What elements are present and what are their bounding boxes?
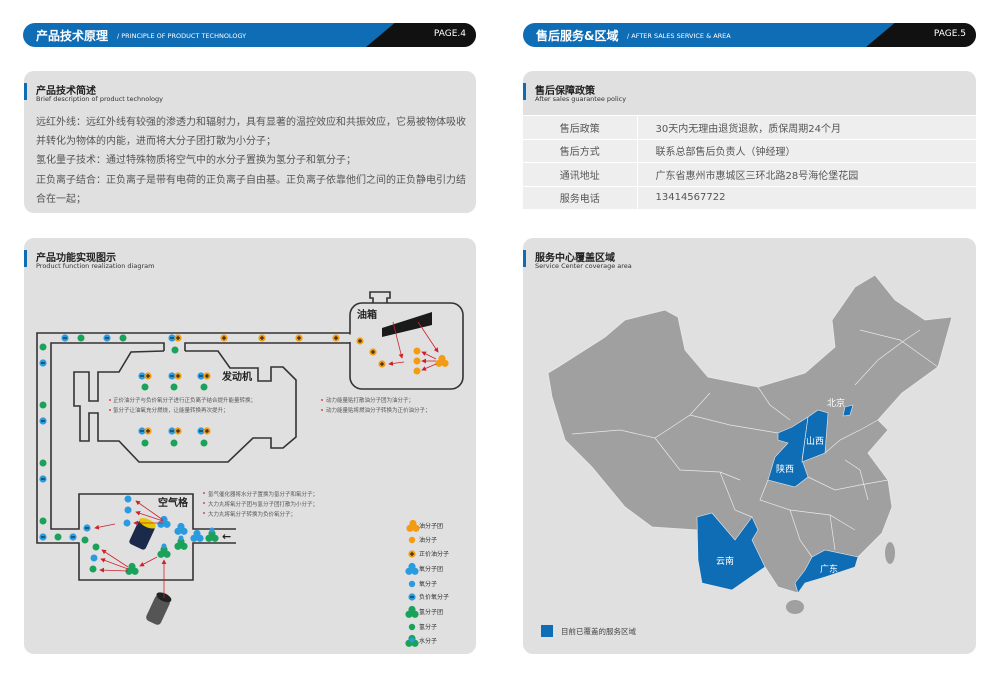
title-zh: 服务中心覆盖区域 (535, 253, 615, 264)
label-beijing: 北京 (827, 397, 845, 409)
legend-hydrogen-cluster: 氢分子团 (419, 608, 443, 616)
energy-patch (382, 312, 432, 337)
header-title: 售后服务&区域 (536, 29, 619, 43)
coverage-legend-label: 目前已覆盖的服务区域 (561, 626, 636, 636)
air-note: 大力丸将氧分子转换为负价氧分子； (208, 510, 296, 518)
row-label: 售后方式 (523, 138, 638, 163)
region-guangdong (794, 549, 859, 594)
title-en: After sales guarantee policy (535, 95, 627, 103)
covered-provinces (696, 404, 859, 594)
title-zh: 产品功能实现图示 (36, 253, 116, 264)
air-note: 氢气催化器将水分子置换为氢分子和氧分子； (208, 490, 318, 498)
air-note: 大力丸将氧分子团与氢分子团打散为小分子； (208, 500, 318, 508)
page-number: PAGE.4 (433, 29, 466, 39)
engine-note: 正价油分子与负价氧分子进行正负离子结合提升能量转换； (113, 396, 256, 404)
left-page-header: 产品技术原理 / PRINCIPLE OF PRODUCT TECHNOLOGY… (23, 23, 476, 47)
row-value: 广东省惠州市惠城区三环北路28号海伦堡花园 (637, 162, 976, 187)
legend-oxygen-cluster: 氧分子团 (419, 565, 443, 573)
paragraph-hydrogen: 氢化量子技术：通过特殊物质将空气中的水分子置换为氢分子和氧分子； (36, 155, 356, 166)
title-en: Service Center coverage area (535, 262, 632, 270)
power-pill-icon (146, 592, 172, 625)
molecule-legend: 油分子团 油分子 正价油分子 氧分子团 氧分子 负价氧分子 氢分子团 氢分子 水… (405, 519, 449, 647)
region-shanxi (801, 409, 829, 463)
page-number: PAGE.5 (933, 29, 966, 39)
legend-hydrogen: 氢分子 (419, 623, 437, 631)
engine-outline (73, 350, 297, 463)
tank-note: 动力能量贴打散油分子团为油分子； (326, 396, 414, 404)
taiwan (885, 542, 895, 564)
title-en: Product function realization diagram (36, 262, 155, 270)
label-shaanxi: 陕西 (776, 463, 794, 475)
legend-oxygen: 氧分子 (419, 580, 437, 588)
title-en: Brief description of product technology (36, 95, 163, 103)
region-shaanxi (767, 416, 809, 488)
air-filter-label: 空气格 (158, 496, 189, 509)
fuel-tank-outline (349, 302, 464, 390)
pipe-system (36, 291, 464, 581)
tank-note: 动力能量贴将燃油分子转换为正价油分子； (326, 406, 431, 414)
table-row: 通讯地址广东省惠州市惠城区三环北路28号海伦堡花园 (523, 162, 976, 187)
title-zh: 产品技术简述 (36, 86, 96, 97)
region-yunnan (696, 512, 766, 591)
legend-negative-oxygen: 负价氧分子 (419, 593, 449, 601)
coverage-legend-swatch (541, 625, 553, 637)
label-yunnan: 云南 (716, 555, 734, 567)
flow-arrows (94, 321, 439, 598)
legend-positive-oil: 正价油分子 (419, 550, 449, 558)
function-diagram-panel: 产品功能实现图示 Product function realization di… (24, 238, 476, 654)
region-labels: 北京 山西 陕西 云南 广东 (716, 397, 845, 575)
diagram-labels: 发动机 油箱 空气格 ← (158, 308, 377, 543)
tech-brief-panel: 产品技术简述 Brief description of product tech… (24, 71, 476, 213)
engine-note: 氢分子让油氧充分燃烧，让能量转换再次提升； (113, 406, 229, 414)
hainan (786, 600, 804, 614)
molecules (39, 334, 449, 575)
table-row: 售后方式联系总部售后负责人（钟经理） (523, 138, 976, 163)
region-beijing (842, 404, 854, 417)
header-title: 产品技术原理 (36, 29, 109, 43)
title-zh: 售后保障政策 (535, 86, 595, 97)
label-shanxi: 山西 (806, 436, 824, 447)
right-page-header: 售后服务&区域 / AFTER SALES SERVICE & AREA PAG… (523, 23, 976, 47)
after-sales-panel: 售后保障政策 After sales guarantee policy 售后政策… (523, 71, 976, 210)
engine-label: 发动机 (221, 370, 252, 383)
hydrogen-catalyst-icon (129, 517, 156, 550)
china-map: 北京 山西 陕西 云南 广东 (547, 274, 953, 614)
title-accent-bar (523, 83, 526, 100)
paragraph-infrared: 远红外线：远红外线有较强的渗透力和辐射力，具有显著的温控效应和共振效应，它易被物… (36, 117, 466, 147)
title-accent-bar (24, 250, 27, 267)
title-accent-bar (523, 250, 526, 267)
province-borders (571, 329, 939, 558)
header-subtitle: / AFTER SALES SERVICE & AREA (627, 32, 731, 40)
tank-label: 油箱 (357, 308, 377, 321)
row-value: 30天内无理由退货退款，质保周期24个月 (637, 115, 976, 140)
legend-oil-cluster: 油分子团 (419, 522, 443, 530)
title-accent-bar (24, 83, 27, 100)
airflow-arrow-icon: ← (222, 530, 231, 543)
paragraph-ions: 正负离子结合：正负离子是带有电荷的正负离子自由基。正负离子依靠他们之间的正负静电… (36, 175, 466, 205)
legend-water: 水分子 (419, 637, 437, 645)
row-value: 13414567722 (637, 185, 976, 210)
header-subtitle: / PRINCIPLE OF PRODUCT TECHNOLOGY (117, 32, 247, 40)
legend-oil: 油分子 (419, 536, 437, 544)
row-label: 服务电话 (523, 185, 638, 210)
diagram-notes: 正价油分子与负价氧分子进行正负离子结合提升能量转换； 氢分子让油氧充分燃烧，让能… (109, 396, 431, 518)
label-guangdong: 广东 (820, 563, 838, 575)
row-value: 联系总部售后负责人（钟经理） (637, 138, 976, 163)
